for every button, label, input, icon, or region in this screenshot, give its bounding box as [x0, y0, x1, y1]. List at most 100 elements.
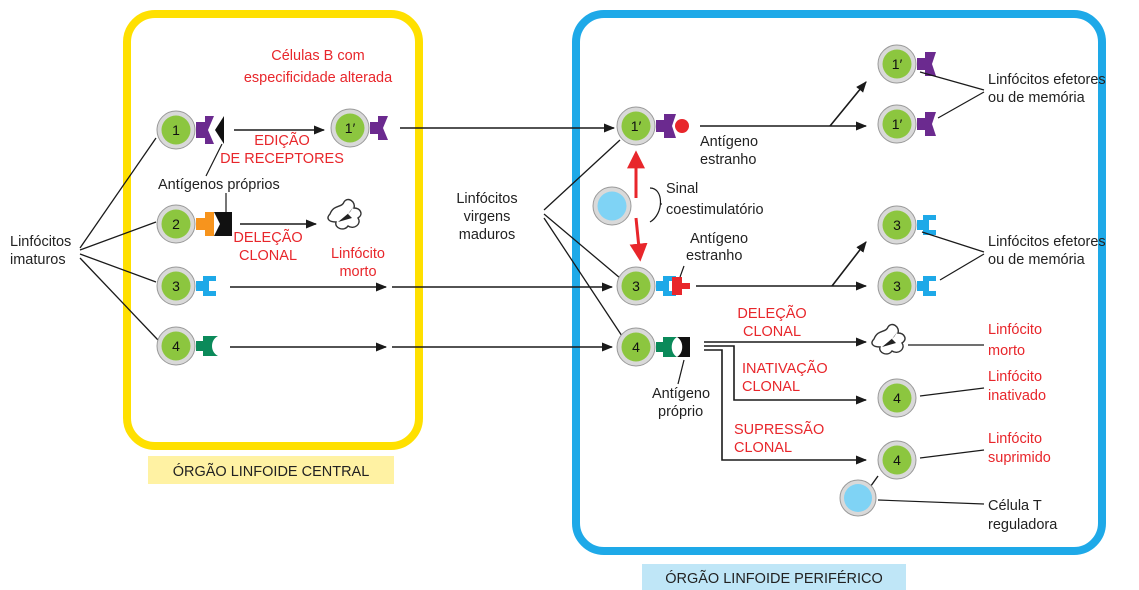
svg-text:1′: 1′ — [892, 56, 903, 72]
cell-3-central: 3 — [156, 266, 196, 306]
effector-label-top-line2: ou de memória — [988, 90, 1086, 106]
costimulatory-cell — [592, 186, 632, 226]
foreign-antigen-3-line1: Antígeno — [690, 231, 748, 247]
effector-bottom-pointer-b — [939, 253, 985, 281]
inactivated-line2: inativado — [988, 388, 1046, 404]
receptor-green-4-central — [196, 336, 218, 356]
receptor-purple-1prime — [370, 116, 388, 140]
svg-text:3: 3 — [632, 278, 640, 294]
treg-line1: Célula T — [988, 498, 1042, 514]
effector-label-top-line1: Linfócitos efetores — [988, 72, 1106, 88]
effector-receptor-3-a — [917, 215, 936, 235]
foreign-antigen-3-pointer — [679, 265, 685, 278]
effector-receptor-1prime-a — [917, 52, 936, 76]
effector-top-pointer-b — [937, 91, 985, 119]
inactivated-cell: 4 — [877, 378, 917, 418]
costim-bracket — [649, 187, 662, 223]
cell-3-periphery: 3 — [616, 266, 656, 306]
clonal-deletion-peripheral-line2: CLONAL — [743, 324, 801, 340]
b-cells-label-line1: Células B com — [271, 48, 364, 64]
costim-arrow-down — [629, 217, 648, 262]
b-cells-label-line2: especificidade alterada — [244, 70, 393, 86]
svg-text:1′: 1′ — [892, 116, 903, 132]
suppressed-pointer — [919, 449, 985, 459]
svg-text:1′: 1′ — [631, 118, 642, 134]
dead-cell-periphery — [871, 323, 906, 355]
dead-periphery-line2: morto — [988, 343, 1025, 359]
receptor-editing-line2: DE RECEPTORES — [220, 151, 344, 167]
immature-label-line2: imaturos — [10, 252, 66, 268]
receptor-cyan-3-periphery — [656, 276, 676, 296]
dead-central-line1: Linfócito — [331, 246, 385, 262]
costim-label-line1: Sinal — [666, 181, 698, 197]
effector-bottom-pointer-a — [921, 231, 985, 253]
effector-label-bottom-line1: Linfócitos efetores — [988, 234, 1106, 250]
svg-text:4: 4 — [632, 339, 640, 355]
svg-text:4: 4 — [893, 452, 901, 468]
clonal-inactivation-line1: INATIVAÇÃO — [742, 360, 828, 377]
svg-text:4: 4 — [172, 338, 180, 354]
cell-1prime-central: 1′ — [330, 108, 370, 148]
tolerance-branches — [704, 337, 868, 465]
inactivated-line1: Linfócito — [988, 369, 1042, 385]
receptor-orange-2 — [196, 212, 214, 236]
costim-label-line2: coestimulatório — [666, 202, 764, 218]
immature-fan-lines — [79, 137, 159, 341]
effector-label-bottom-line2: ou de memória — [988, 252, 1086, 268]
naive-label-line3: maduros — [459, 227, 515, 243]
naive-fan-lines — [543, 139, 623, 337]
receptor-editing-line1: EDIÇÃO — [254, 132, 310, 149]
suppressed-line2: suprimido — [988, 450, 1051, 466]
self-antigen-2 — [214, 212, 232, 236]
clonal-deletion-central-line2: CLONAL — [239, 248, 297, 264]
naive-label-line2: virgens — [464, 209, 511, 225]
clonal-inactivation-line2: CLONAL — [742, 379, 800, 395]
cell-4-periphery: 4 — [616, 327, 656, 367]
receptor-purple-1 — [196, 116, 214, 144]
effector-receptor-3-b — [917, 276, 936, 296]
effector-top-pointer-a — [919, 71, 985, 91]
foreign-antigen-3-line2: estranho — [686, 248, 742, 264]
foreign-antigen-1 — [675, 119, 689, 133]
clonal-deletion-peripheral-line1: DELEÇÃO — [737, 305, 806, 322]
naive-label-line1: Linfócitos — [456, 191, 517, 207]
central-organ-title: ÓRGÃO LINFOIDE CENTRAL — [173, 463, 370, 480]
svg-text:4: 4 — [893, 390, 901, 406]
central-organ-box — [123, 10, 423, 450]
arrow-1prime-to-effector-upper — [829, 81, 867, 127]
foreign-antigen-1-line2: estranho — [700, 152, 756, 168]
self-antigen-4 — [677, 337, 690, 357]
suppressed-line1: Linfócito — [988, 431, 1042, 447]
self-antigen-4-pointer — [677, 359, 685, 385]
receptor-cyan-3-central — [196, 276, 216, 296]
foreign-antigen-3-stem — [682, 283, 690, 289]
foreign-antigen-3 — [672, 277, 682, 295]
treg-pointer — [877, 499, 985, 505]
peripheral-organ-title: ÓRGÃO LINFOIDE PERIFÉRICO — [665, 570, 883, 587]
foreign-antigen-1-line1: Antígeno — [700, 134, 758, 150]
immature-label-line1: Linfócitos — [10, 234, 71, 250]
arrow-3-to-effector-upper — [831, 241, 867, 287]
cell-2-central: 2 — [156, 204, 196, 244]
clonal-suppression-line1: SUPRESSÃO — [734, 421, 824, 438]
dead-cell-central — [327, 198, 362, 230]
self-antigen-1 — [215, 116, 224, 144]
cell-1-central: 1 — [156, 110, 196, 150]
clonal-deletion-central-line1: DELEÇÃO — [233, 229, 302, 246]
svg-text:2: 2 — [172, 216, 180, 232]
receptor-green-4-periphery — [656, 337, 677, 357]
inactivated-pointer — [919, 387, 985, 397]
effector-receptor-1prime-b — [917, 112, 936, 136]
regulatory-t-cell — [839, 479, 877, 517]
effector-cell-1prime-b: 1′ — [877, 104, 917, 144]
svg-text:1′: 1′ — [345, 120, 356, 136]
svg-text:1: 1 — [172, 122, 180, 138]
svg-text:3: 3 — [172, 278, 180, 294]
effector-cell-3-a: 3 — [877, 205, 917, 245]
effector-cell-1prime-a: 1′ — [877, 44, 917, 84]
dead-central-line2: morto — [339, 264, 376, 280]
cell-4-central: 4 — [156, 326, 196, 366]
peripheral-organ-title-bg — [642, 564, 906, 590]
suppressed-cell: 4 — [877, 440, 917, 480]
